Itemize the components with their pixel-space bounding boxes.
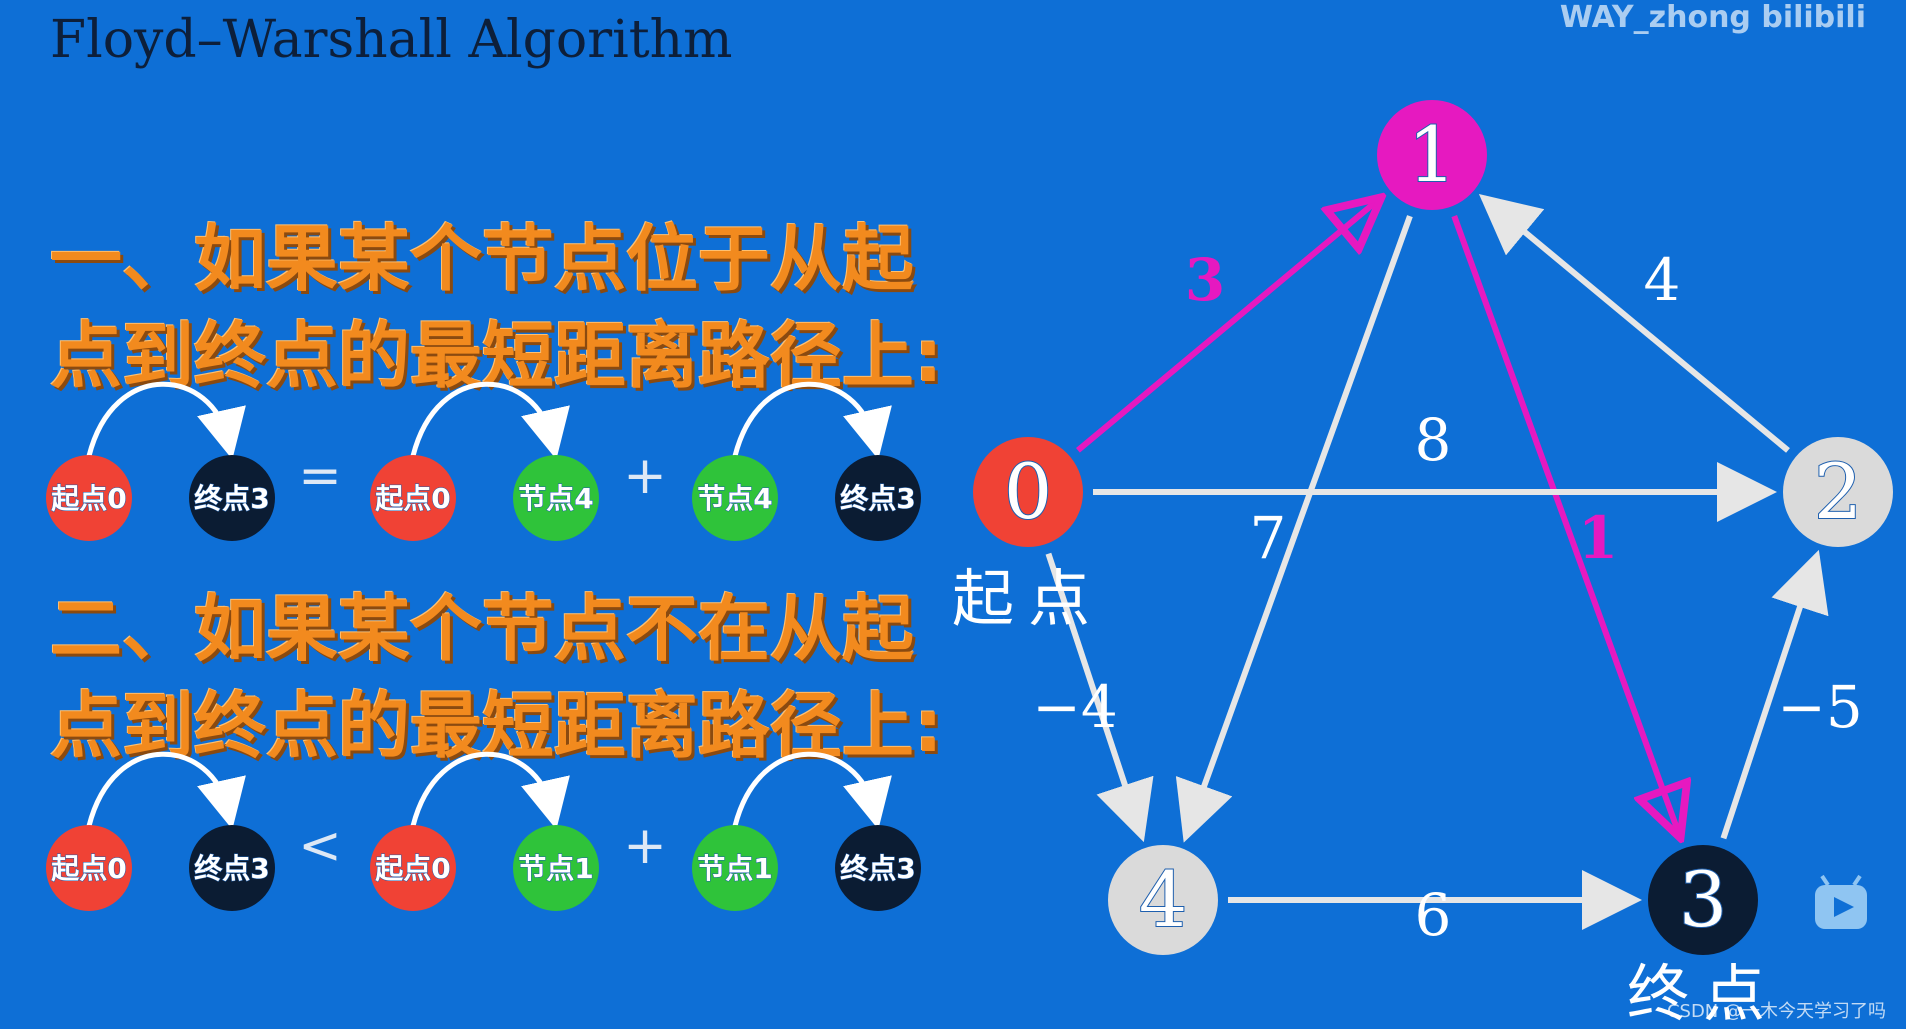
tv-icon: [1815, 874, 1867, 929]
eq1-term0-arc: [86, 751, 246, 830]
eq0-term1-to-label: 节点4: [518, 482, 593, 515]
node-3: [1648, 845, 1758, 955]
edge-weight-0-2: 8: [1415, 406, 1452, 474]
edge-weight-0-4: −4: [1032, 673, 1118, 741]
eq0-term1-to-circle: [513, 455, 599, 541]
eq0-term1-arc: [410, 381, 570, 460]
edge-3-2: [1720, 549, 1829, 840]
eq1-term2-from-circle: [692, 825, 778, 911]
node-2: [1783, 437, 1893, 547]
edge-2-1: [1478, 193, 1790, 453]
eq1-term1-from-label: 起点0: [375, 852, 450, 885]
eq0-term2-from-circle: [692, 455, 778, 541]
eq0-term2-from-label: 节点4: [697, 482, 772, 515]
node-0-label: 0: [1004, 447, 1052, 536]
node-4: [1108, 845, 1218, 955]
eq0-term2-to-circle: [835, 455, 921, 541]
eq1-term1-to-circle: [513, 825, 599, 911]
csdn-credit: CSDN @一木今天学习了吗: [1666, 1001, 1886, 1022]
eq1-term2-from-label: 节点1: [697, 852, 772, 885]
edge-0-1: [1075, 198, 1381, 453]
eq1-term2-to-circle: [835, 825, 921, 911]
bilibili-watermark: WAY_zhong bilibili: [1559, 0, 1866, 35]
node-3-label: 3: [1679, 855, 1727, 944]
edge-0-4: [1045, 552, 1154, 843]
node-0-caption: 起点: [952, 562, 1104, 635]
eq1-plus: +: [623, 816, 667, 876]
eq1-term0-to-circle: [189, 825, 275, 911]
path-equations: 起点0 终点3 起点0 节点4 节点4 终点3 = + 起点0 终点3 起点0 节点1 节点1 终点3 < +: [46, 381, 921, 911]
node-3-caption: 终点: [1627, 957, 1779, 1029]
edge-1-3: [1451, 215, 1680, 837]
eq0-term0-to-circle: [189, 455, 275, 541]
eq1-term2-arc: [732, 751, 892, 830]
page-title: Floyd–Warshall Algorithm: [50, 10, 733, 70]
edge-weight-2-1: 4: [1644, 246, 1681, 314]
edge-weight-0-1: 3: [1185, 246, 1225, 314]
eq1-term0-from-circle: [46, 825, 132, 911]
eq1-operator: <: [298, 816, 342, 876]
eq0-term0-arc: [86, 381, 246, 460]
node-1-label: 1: [1408, 110, 1456, 199]
edge-weight-1-4: 7: [1250, 504, 1287, 572]
node-2-label: 2: [1814, 447, 1862, 536]
eq1-term1-from-circle: [370, 825, 456, 911]
eq0-operator: =: [298, 446, 342, 506]
rule1-line1: 一、如果某个节点位于从起: [50, 217, 915, 301]
node-1: [1377, 100, 1487, 210]
node-4-label: 4: [1139, 855, 1187, 944]
eq0-plus: +: [623, 446, 667, 506]
edge-1-4: [1175, 215, 1413, 843]
edge-weight-3-2: −5: [1777, 673, 1863, 741]
eq1-term1-to-label: 节点1: [518, 852, 593, 885]
eq1-term0-to-label: 终点3: [194, 852, 269, 885]
eq0-term0-to-label: 终点3: [194, 482, 269, 515]
eq0-term2-to-label: 终点3: [840, 482, 915, 515]
eq1-term1-arc: [410, 751, 570, 830]
rule2-line1: 二、如果某个节点不在从起: [50, 587, 915, 671]
eq0-term1-from-circle: [370, 455, 456, 541]
edge-weight-4-3: 6: [1415, 881, 1452, 949]
eq1-term2-to-label: 终点3: [840, 852, 915, 885]
eq0-term0-from-label: 起点0: [51, 482, 126, 515]
eq0-term0-from-circle: [46, 455, 132, 541]
eq0-term1-from-label: 起点0: [375, 482, 450, 515]
edge-weight-1-3: 1: [1578, 504, 1618, 572]
eq1-term0-from-label: 起点0: [51, 852, 126, 885]
node-0: [973, 437, 1083, 547]
eq0-term2-arc: [732, 381, 892, 460]
